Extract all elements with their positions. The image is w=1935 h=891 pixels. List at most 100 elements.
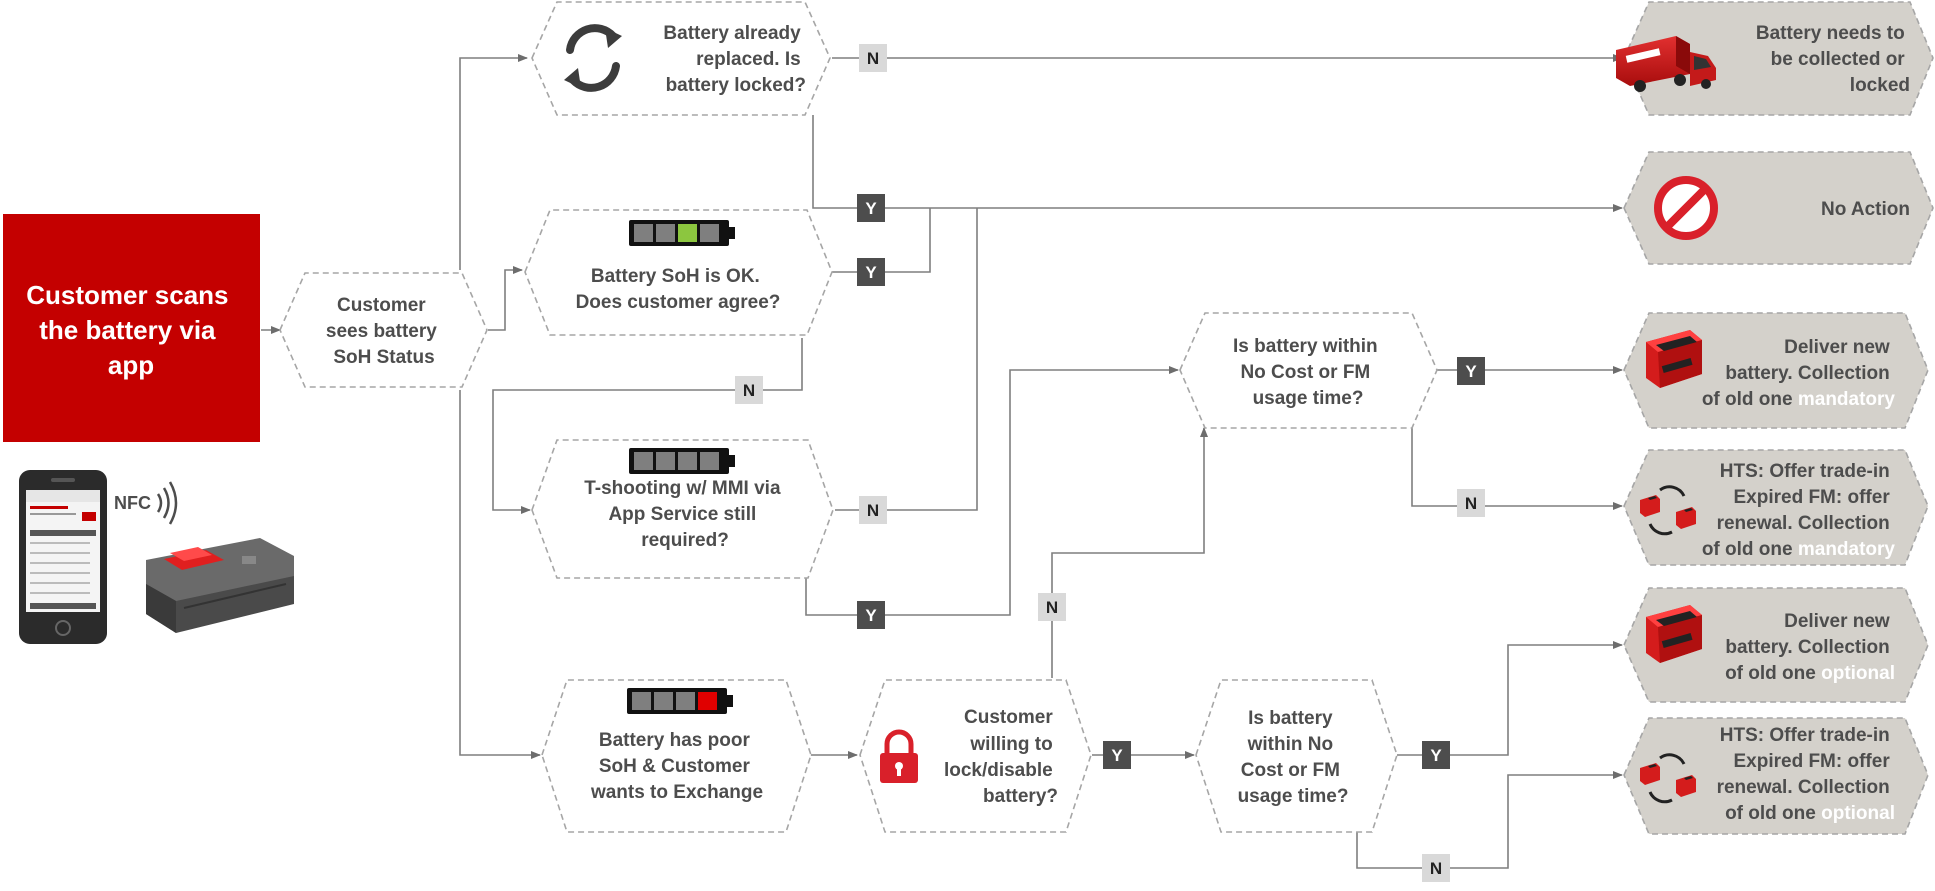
svg-text:Y: Y	[1430, 746, 1442, 765]
svg-text:Customer scans the batte: Customer scans the battery via app	[26, 280, 236, 380]
edge-sees-to-poor	[459, 390, 541, 759]
node-soh-ok: Battery SoH is OK. Does customer agree?	[524, 209, 833, 336]
svg-text:Y: Y	[1111, 746, 1123, 765]
deliver-mand-highlight: mandatory	[1798, 389, 1896, 410]
poor-line-3: wants to Exchange	[590, 782, 763, 803]
collect-line-1: Battery needs to	[1756, 23, 1905, 44]
start-line-2: the battery via	[39, 315, 216, 345]
no-action-label: No Action	[1821, 199, 1910, 220]
svg-text:N: N	[743, 381, 755, 400]
sohok-line-2: Does customer agree?	[576, 292, 781, 313]
edge-tshoot-yes-to-within1	[805, 366, 1179, 616]
within2-line-1: Is battery	[1248, 708, 1333, 729]
node-within-1: Is battery within No Cost or FM usage ti…	[1179, 312, 1438, 429]
node-lock: Customer willing to lock/disable battery…	[859, 679, 1092, 833]
svg-text:Customer willing to: Customer willing to lock/disable battery…	[944, 707, 1058, 807]
svg-text:Customer sees battery: Customer sees battery SoH Status	[326, 295, 442, 368]
edge-within1-no-to-hts	[1411, 428, 1623, 510]
phone-illustration: NFC	[19, 470, 178, 644]
hts-mand-line-4: of old one	[1702, 539, 1798, 560]
replaced-line-1: Battery already	[663, 23, 801, 44]
poor-line-2: SoH & Customer	[599, 756, 751, 777]
label-yes-within2: Y	[1422, 741, 1450, 769]
edge-sohok-no-to-tshoot	[492, 338, 803, 514]
svg-text:N: N	[867, 49, 879, 68]
replaced-line-3: battery locked?	[666, 75, 806, 96]
label-yes-sohok: Y	[857, 258, 885, 286]
trade-in-icon	[1640, 485, 1696, 536]
node-poor-soh: Battery has poor SoH & Customer wants to…	[541, 679, 812, 833]
hts-opt-highlight: optional	[1821, 803, 1895, 824]
refresh-icon	[564, 24, 622, 92]
start-line-3: app	[108, 350, 154, 380]
label-yes-tshoot: Y	[857, 601, 885, 629]
start-node: Customer scans the battery via app	[3, 214, 260, 442]
svg-text:Y: Y	[865, 263, 877, 282]
hts-mand-line-1: HTS: Offer trade-in	[1720, 461, 1890, 482]
sees-line-1: Customer	[337, 295, 426, 316]
sees-line-3: SoH Status	[333, 347, 434, 368]
label-no-sohok: N	[735, 376, 763, 404]
svg-text:Y: Y	[1465, 362, 1477, 381]
svg-text:Y: Y	[865, 199, 877, 218]
edge-within2-no-to-hts	[1356, 771, 1623, 869]
edge-sees-to-replaced	[459, 54, 528, 270]
outcome-no-action: No Action	[1623, 151, 1934, 265]
deliver-opt-line-1: Deliver new	[1784, 611, 1890, 632]
label-yes-replaced: Y	[857, 194, 885, 222]
poor-line-1: Battery has poor	[599, 730, 751, 751]
svg-text:Battery has poor SoH & C: Battery has poor SoH & Customer wants to…	[590, 730, 763, 803]
collect-line-3: locked	[1850, 75, 1910, 96]
label-no-tshoot: N	[859, 496, 887, 524]
hts-mand-highlight: mandatory	[1798, 539, 1896, 560]
svg-text:N: N	[1046, 598, 1058, 617]
battery-ok-icon	[629, 220, 735, 246]
within1-line-2: No Cost or FM	[1240, 362, 1370, 383]
collect-line-2: be collected or	[1771, 49, 1906, 70]
svg-text:N: N	[867, 501, 879, 520]
start-line-1: Customer scans	[26, 280, 228, 310]
nfc-label: NFC	[114, 493, 151, 513]
svg-text:N: N	[1465, 494, 1477, 513]
hts-opt-line-1: HTS: Offer trade-in	[1720, 725, 1890, 746]
svg-text:Deliver new battery. Col: Deliver new battery. Collection of old o…	[1725, 611, 1895, 684]
sohok-line-1: Battery SoH is OK.	[591, 266, 760, 287]
deliver-opt-highlight: optional	[1821, 663, 1895, 684]
tshoot-line-1: T-shooting w/ MMI via	[584, 478, 781, 499]
svg-text:Is battery within No Cos: Is battery within No Cost or FM usage ti…	[1233, 336, 1383, 409]
svg-text:T-shooting w/ MMI via Ap: T-shooting w/ MMI via App Service still …	[584, 478, 786, 551]
svg-text:N: N	[1430, 859, 1442, 878]
prohibited-icon	[1654, 176, 1718, 240]
hts-mand-line-2: Expired FM: offer	[1733, 487, 1890, 508]
node-battery-replaced: Battery already replaced. Is battery loc…	[531, 1, 831, 116]
battery-pack-icon	[1646, 605, 1702, 663]
edge-within2-yes-to-deliver	[1397, 641, 1623, 756]
deliver-mand-line-1: Deliver new	[1784, 337, 1890, 358]
svg-text:HTS: Offer trade-in Expi: HTS: Offer trade-in Expired FM: offer re…	[1717, 725, 1895, 824]
node-sees-status: Customer sees battery SoH Status	[279, 272, 488, 388]
start-box	[3, 214, 260, 442]
node-tshooting: T-shooting w/ MMI via App Service still …	[531, 439, 834, 579]
label-no-within2: N	[1422, 854, 1450, 882]
phone-screen	[26, 490, 100, 612]
lock-line-4: battery?	[983, 786, 1058, 807]
battery-pack-icon	[1646, 330, 1702, 388]
edge-replaced-yes-to-noaction	[812, 115, 1623, 212]
hts-opt-line-2: Expired FM: offer	[1733, 751, 1890, 772]
trade-in-icon	[1640, 753, 1696, 804]
within1-line-1: Is battery within	[1233, 336, 1378, 357]
edge-tshoot-no-merge	[835, 208, 978, 511]
svg-text:Is battery within No: Is battery within No Cost or FM usage ti…	[1238, 708, 1349, 807]
battery-illustration	[146, 538, 294, 633]
deliver-mand-line-3: of old one	[1702, 389, 1798, 410]
svg-text:Battery needs to be coll: Battery needs to be collected or locked	[1756, 23, 1910, 96]
tshoot-line-2: App Service still	[608, 504, 756, 525]
hts-opt-line-3: renewal. Collection	[1717, 777, 1890, 798]
deliver-opt-line-3: of old one	[1725, 663, 1821, 684]
label-no-within1: N	[1457, 489, 1485, 517]
within2-line-3: Cost or FM	[1241, 760, 1340, 781]
svg-text:HTS: Offer trade-in Expi: HTS: Offer trade-in Expired FM: offer re…	[1702, 461, 1896, 560]
label-yes-lock: Y	[1103, 741, 1131, 769]
svg-text:Battery SoH is OK. Does: Battery SoH is OK. Does customer agree?	[576, 266, 781, 313]
label-yes-within1: Y	[1457, 357, 1485, 385]
